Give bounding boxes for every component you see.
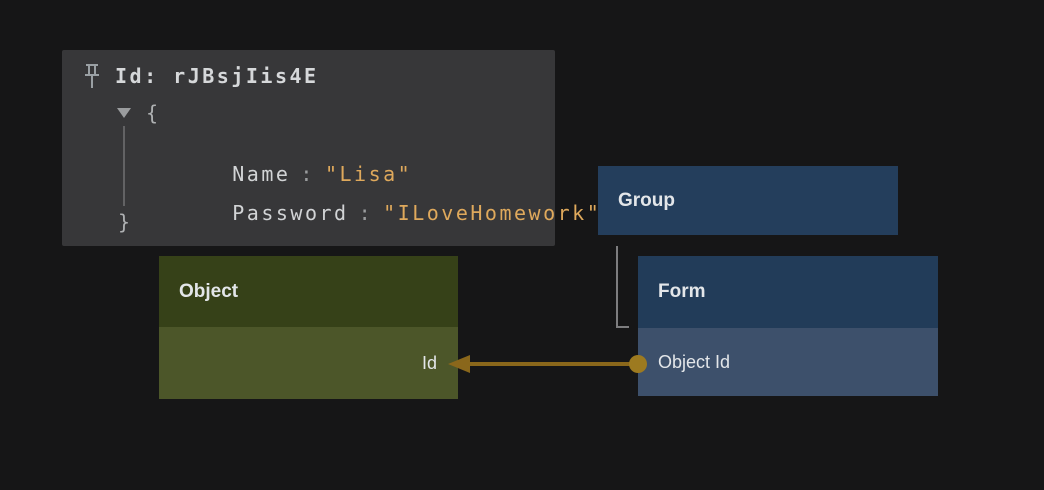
arrowhead-icon <box>448 355 470 373</box>
node-object-header[interactable]: Object <box>159 256 458 327</box>
json-key: Password <box>232 201 349 225</box>
group-form-connector-vertical <box>616 246 618 328</box>
pinned-data-tooltip[interactable]: Id: rJBsjIis4E { Name: "Lisa" Password: "I… <box>62 50 599 246</box>
json-entry-password: Password: "ILoveHomework" <box>145 174 601 252</box>
json-entry-name: Name: "Lisa" <box>145 135 412 213</box>
row-label-id: Id <box>421 352 437 373</box>
node-form[interactable]: Form Object Id <box>638 256 938 396</box>
group-form-connector-foot <box>616 326 629 328</box>
node-form-row-object-id[interactable]: Object Id <box>638 328 938 396</box>
chevron-down-icon[interactable] <box>117 108 131 118</box>
reference-edge-line[interactable] <box>464 362 638 366</box>
json-separator: : <box>300 162 315 186</box>
json-string-value: "Lisa" <box>324 162 413 186</box>
node-object[interactable]: Object Id <box>159 256 458 399</box>
node-group[interactable]: Group <box>598 166 898 235</box>
pin-icon[interactable] <box>84 62 100 89</box>
node-form-header[interactable]: Form <box>638 256 938 328</box>
node-object-row-id[interactable]: Id <box>159 327 458 399</box>
node-group-header[interactable]: Group <box>598 166 898 235</box>
json-string-value: "ILoveHomework" <box>383 201 602 225</box>
json-separator: : <box>358 201 374 225</box>
tooltip-title-row: Id: rJBsjIis4E <box>84 62 319 89</box>
node-object-title: Object <box>179 280 239 302</box>
node-group-title: Group <box>618 189 675 211</box>
json-close-brace: } <box>118 210 133 234</box>
row-label-object-id: Object Id <box>658 351 731 372</box>
node-form-title: Form <box>658 281 706 302</box>
json-key: Name <box>232 162 291 186</box>
edge-origin-dot[interactable] <box>629 355 647 373</box>
json-open-brace: { <box>146 101 161 125</box>
indent-guide <box>123 126 125 206</box>
tooltip-title: Id: rJBsjIis4E <box>115 63 319 88</box>
